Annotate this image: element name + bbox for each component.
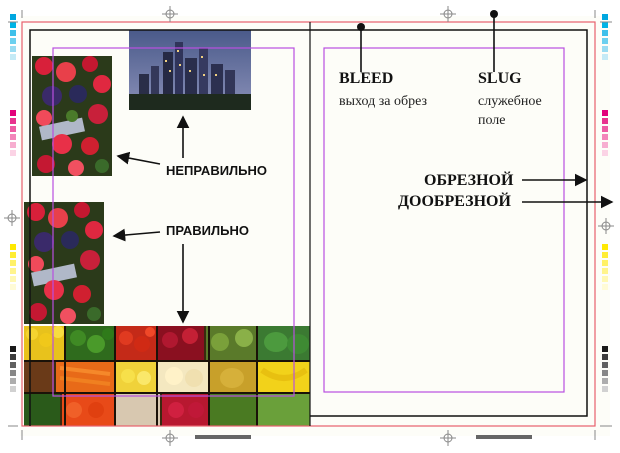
flowers-photo-right (24, 202, 104, 324)
bleed-description: выход за обрез (339, 94, 427, 109)
slug-description-line1: служебное (478, 94, 542, 109)
city-photo (129, 30, 251, 110)
trim-label: ОБРЕЗНОЙ (424, 172, 514, 189)
pretrim-label: ДООБРЕЗНОЙ (398, 193, 511, 210)
slug-title: SLUG (478, 70, 522, 87)
wrong-label: НЕПРАВИЛЬНО (166, 163, 268, 178)
flowers-photo-wrong (32, 56, 112, 176)
color-bar-right (602, 8, 610, 428)
slug-description-line2: поле (478, 113, 506, 128)
right-label: ПРАВИЛЬНО (166, 223, 249, 238)
color-bar-left (10, 8, 18, 428)
bleed-title: BLEED (339, 70, 394, 87)
